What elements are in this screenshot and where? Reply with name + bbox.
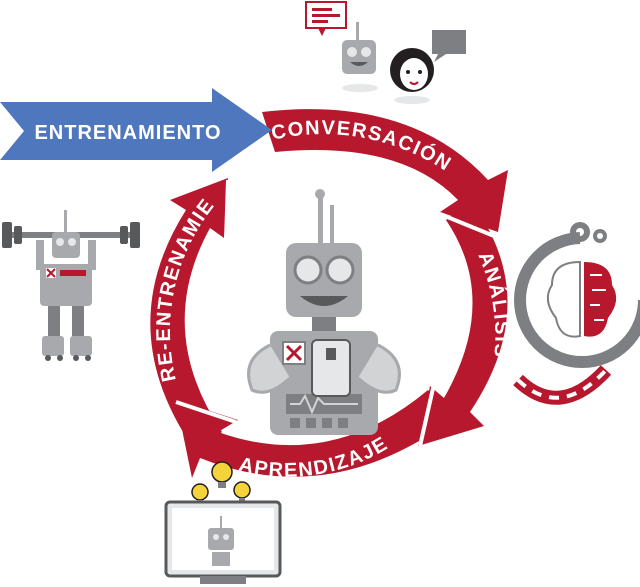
entry-arrow: ENTRENAMIENTO	[0, 88, 272, 172]
robot-chat-icon	[305, 1, 378, 92]
cycle-arrow-aprendizaje	[176, 390, 454, 478]
entry-label: ENTRENAMIENTO	[34, 122, 221, 144]
cycle-arrow-reentrenamiento	[150, 178, 228, 452]
robot-main-icon	[247, 189, 401, 435]
stage-label-reentrenamiento: RE-ENTRENAMIENTO	[0, 0, 218, 384]
cycle-arrow-analisis	[418, 200, 508, 446]
cycle-ring	[150, 109, 508, 478]
monitor-robot-icon	[164, 500, 282, 584]
woman-avatar-icon	[390, 30, 466, 104]
brain-gears-icon	[513, 222, 640, 405]
svg-text:RE-ENTRENAMIENTO: RE-ENTRENAMIENTO	[0, 0, 219, 384]
robot-lifting-weights-icon	[2, 210, 140, 361]
cycle-arrow-conversacion	[262, 109, 508, 232]
cycle-gap	[175, 179, 495, 447]
